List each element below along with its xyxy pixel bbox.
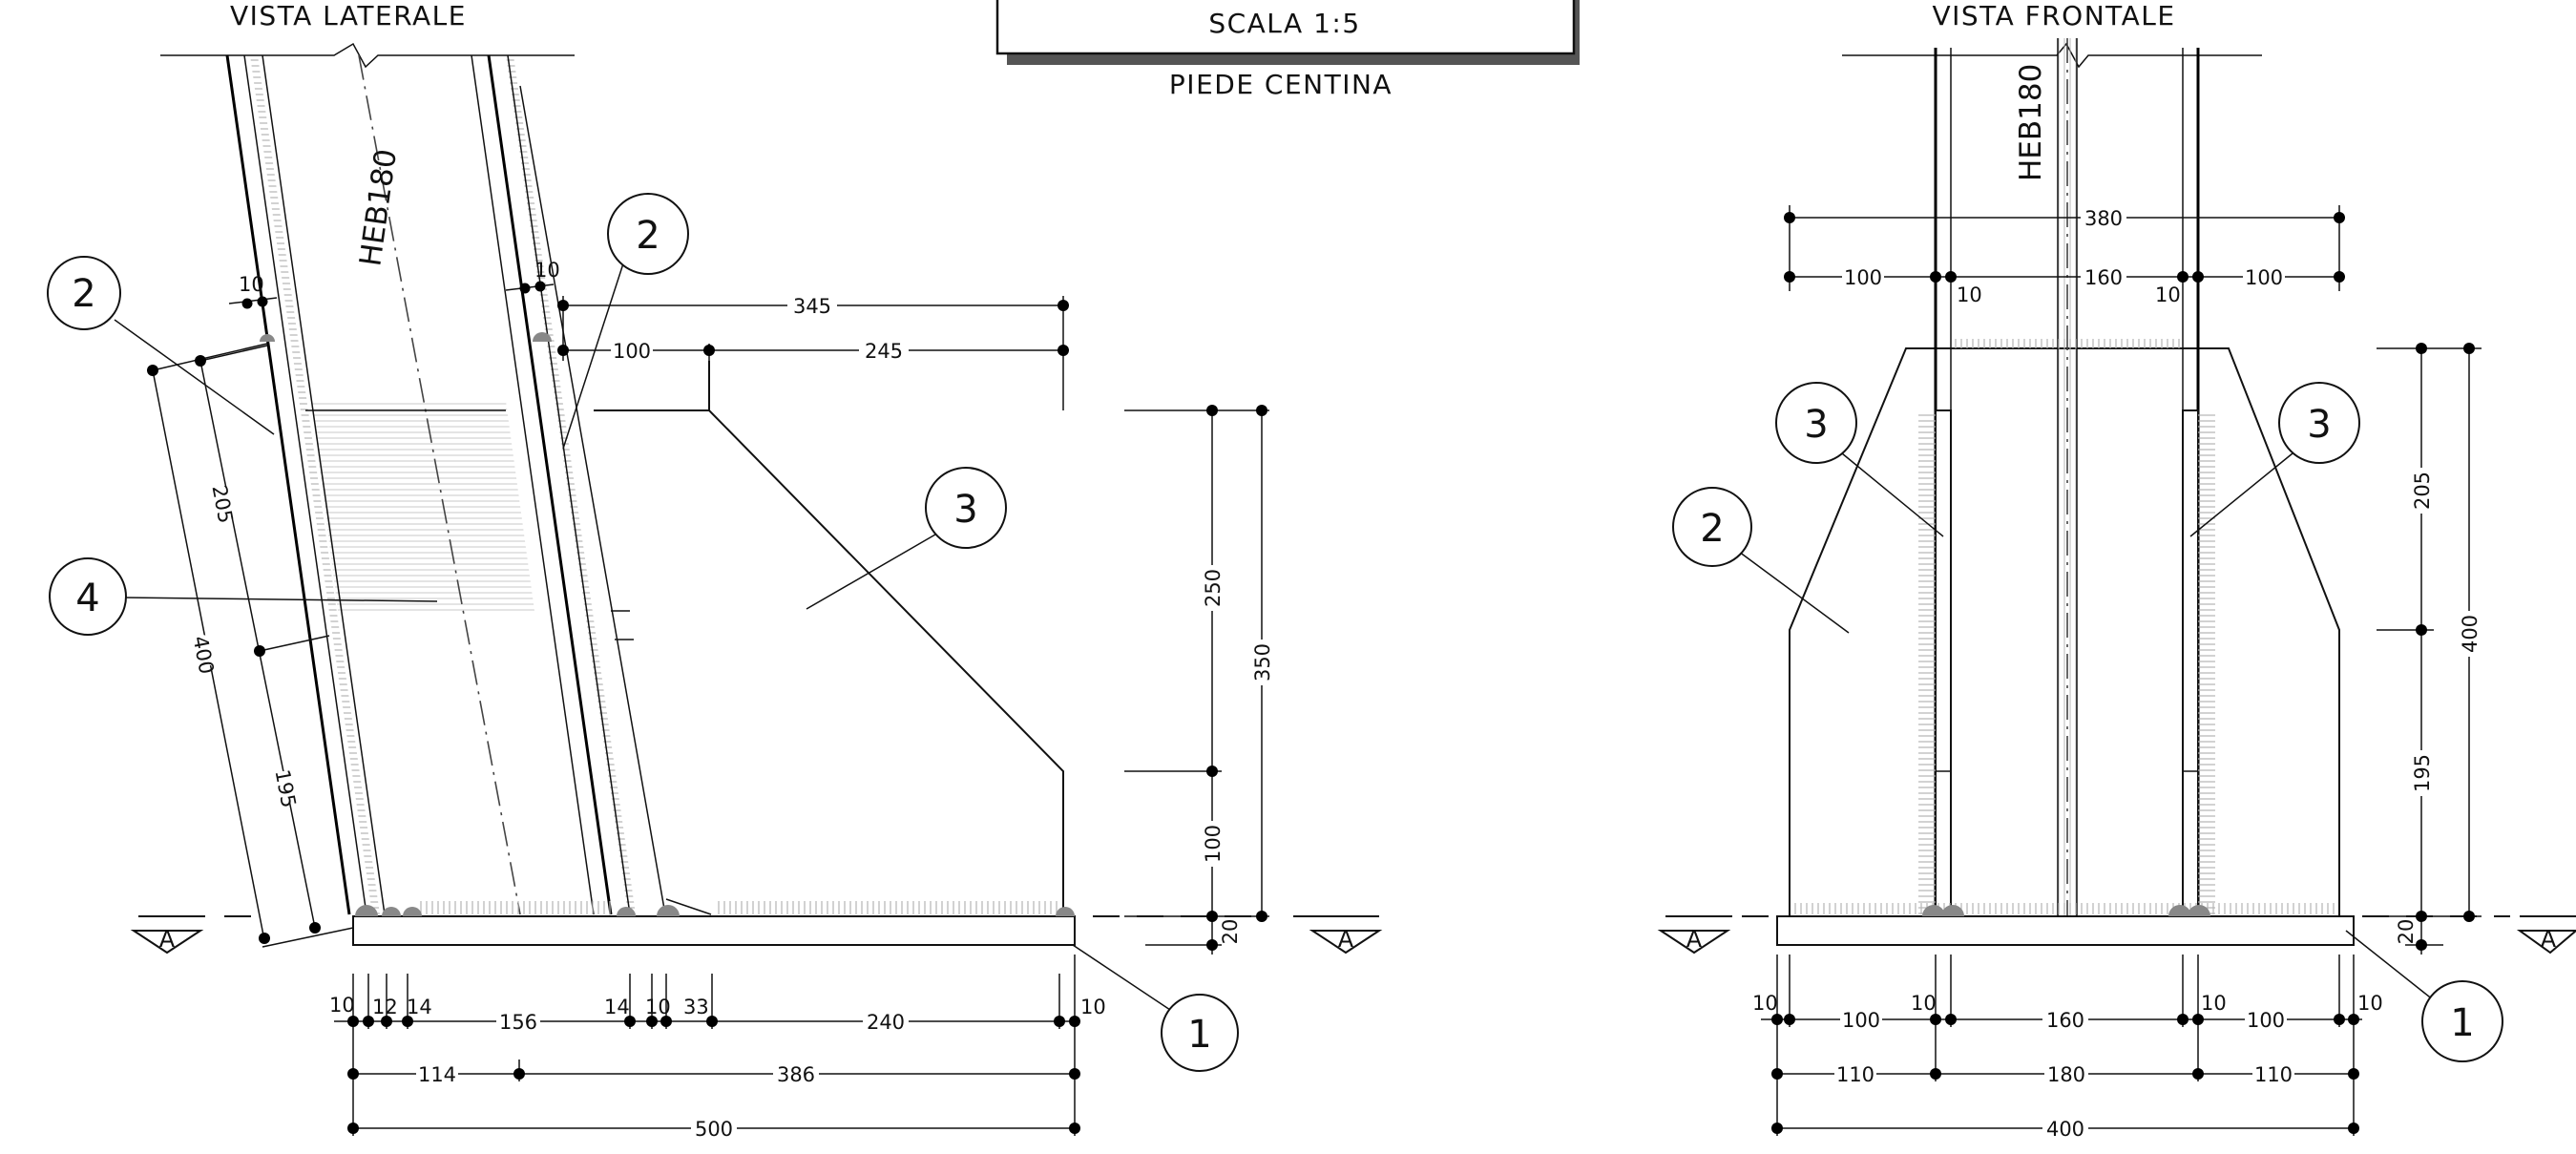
dim-fb1-10d: 10 [2357,992,2383,1015]
callout-1-frontal: 1 [2450,1001,2474,1045]
drawing-name: PIEDE CENTINA [1169,69,1393,100]
stiffener-right [2182,409,2199,917]
section-a-left: A [159,926,176,953]
dim-345: 345 [793,295,831,318]
dim-f-10a: 10 [1957,283,1982,306]
dim-350: 350 [1251,643,1274,682]
profile-label-frontal: HEB180 [2014,64,2048,181]
dim-f-205: 205 [2411,472,2434,510]
dim-f-100b: 100 [2245,266,2283,289]
dim-fb2-180: 180 [2047,1063,2085,1086]
callout-1-lateral: 1 [1187,1013,1211,1057]
dim-fb1-10c: 10 [2201,992,2227,1015]
dim-fb3-400: 400 [2046,1118,2084,1141]
profile-label-lateral: HEB180 [353,147,404,268]
dim-f-400v: 400 [2459,615,2482,653]
dim-f-160: 160 [2084,266,2123,289]
stiffener-left [1935,409,1952,917]
callout-3-frontal-right: 3 [2307,403,2331,447]
dim-b1-10c: 10 [1080,996,1106,1018]
dim-fb1-100b: 100 [2247,1009,2285,1032]
dim-b1-33: 33 [683,996,709,1018]
dim-fb2-110b: 110 [2254,1063,2293,1086]
dim-f-100a: 100 [1844,266,1882,289]
stiffener-plate [594,409,1064,916]
frontal-view: HEB180 A A [1657,38,2576,1141]
dim-250: 250 [1202,569,1225,607]
dim-b2-386: 386 [777,1063,815,1086]
dim-b1-10b: 10 [645,996,671,1018]
lateral-view: HEB180 A A 345 [47,42,1383,1141]
dim-fb2-110a: 110 [1836,1063,1874,1086]
dim-b1-240: 240 [867,1011,905,1034]
callout-4: 4 [75,577,99,620]
dim-100-top: 100 [613,340,651,363]
dim-b1-12: 12 [372,996,398,1018]
dim-b3-500: 500 [695,1118,733,1141]
dim-fb1-10b: 10 [1911,992,1937,1015]
dim-20-right: 20 [1219,919,1242,945]
scale-label: SCALA 1:5 [1208,8,1360,39]
dim-f-10b: 10 [2155,283,2181,306]
dim-245: 245 [865,340,903,363]
section-a-frontal-left: A [1686,926,1703,953]
dim-fb1-10a: 10 [1752,992,1778,1015]
dim-fb1-100a: 100 [1842,1009,1880,1032]
dim-fb1-160: 160 [2046,1009,2084,1032]
dim-10-left: 10 [239,273,264,296]
base-plate-lateral [352,915,1076,946]
heb180-column-lateral [225,54,712,915]
callout-2-left: 2 [72,272,95,316]
dim-b1-14a: 14 [407,996,432,1018]
dim-100-right: 100 [1202,825,1225,863]
callout-3-frontal-left: 3 [1804,403,1828,447]
frontal-view-title: VISTA FRONTALE [1932,0,2175,31]
lateral-view-title: VISTA LATERALE [230,0,467,31]
dim-b1-10a: 10 [329,994,355,1017]
dim-b1-14b: 14 [604,996,630,1018]
callout-2-frontal: 2 [1700,507,1724,551]
heb180-column-frontal [1934,38,2200,916]
dim-f-20: 20 [2395,919,2418,945]
dim-b2-114: 114 [418,1063,456,1086]
dim-10-right: 10 [534,259,560,282]
dim-380: 380 [2084,207,2123,230]
base-plate-frontal [1776,915,2355,946]
section-a-frontal-right: A [2541,926,2557,953]
callout-2-right: 2 [636,214,660,258]
dim-b1-156: 156 [499,1011,537,1034]
section-a-right: A [1338,926,1354,953]
callout-3-lateral: 3 [953,488,977,532]
dim-f-195: 195 [2411,754,2434,792]
title-block: SCALA 1:5 [995,0,1580,65]
